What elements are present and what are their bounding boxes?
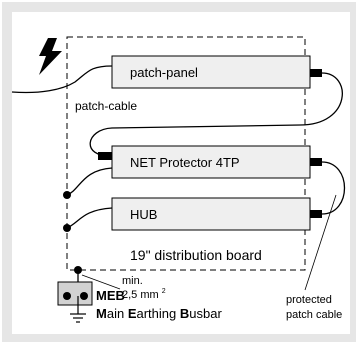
cross-section-leader (81, 274, 121, 290)
net-protector-label: NET Protector 4TP (130, 155, 240, 170)
incoming-cable (11, 65, 113, 94)
lightning-icon (39, 38, 62, 75)
net-protector-box (111, 145, 311, 179)
patch-panel-label: patch-panel (130, 65, 198, 80)
patch-cable (89, 72, 343, 157)
distribution-board-label: 19" distribution board (130, 247, 262, 263)
hub-connector (310, 210, 322, 218)
meb-terminal-left (63, 292, 71, 300)
earth-ground-icon (70, 296, 86, 323)
hub-label: HUB (130, 207, 157, 222)
net-protector-input-connector (98, 152, 112, 160)
hub-ground-terminal (63, 224, 71, 232)
protected-label-line1: protected (286, 294, 332, 306)
patch-panel-connector (310, 69, 322, 77)
protected-label-line2: patch cable (286, 309, 342, 321)
min-label: min. (122, 275, 143, 287)
patch-cable-label: patch-cable (75, 99, 137, 113)
net-protector-output-connector (310, 158, 322, 166)
protected-cable-leader (304, 194, 337, 291)
meb-label: MEB (96, 288, 125, 303)
meb-full-label: Main Earthing Busbar (96, 306, 222, 321)
hub-box (111, 197, 311, 231)
protector-ground-terminal (63, 191, 71, 199)
meb-terminal-right (80, 292, 88, 300)
